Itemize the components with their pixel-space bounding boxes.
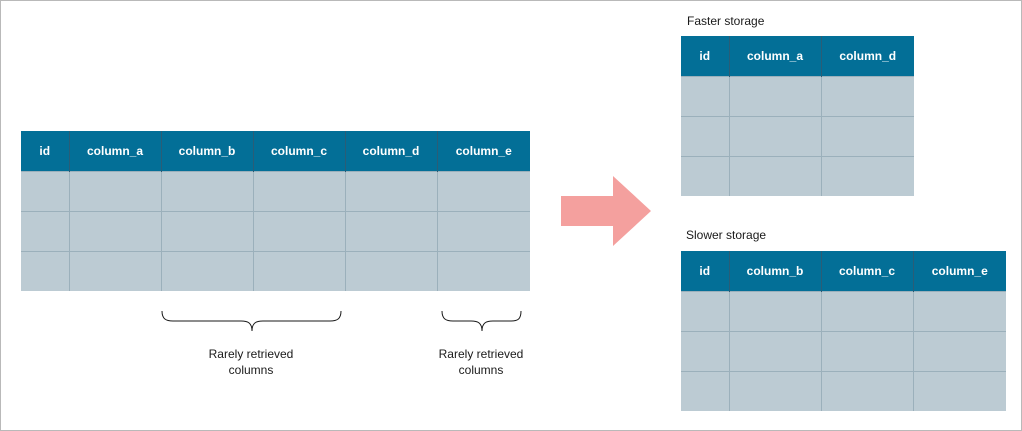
table-row — [21, 210, 530, 251]
table-cell — [681, 75, 729, 116]
table-cell — [681, 290, 729, 331]
curly-brace-icon — [161, 310, 342, 332]
table-cell — [728, 290, 821, 331]
column-header: id — [21, 131, 69, 171]
source-table: id column_a column_b column_c column_d c… — [21, 131, 530, 291]
table-cell — [681, 115, 729, 156]
table-cell — [728, 370, 821, 411]
table-row — [681, 155, 914, 196]
table-header-row: id column_a column_b column_c column_d c… — [21, 131, 530, 171]
brace-label-line: columns — [458, 363, 504, 377]
fast-storage-title: Faster storage — [687, 14, 765, 28]
brace-label-left: Rarely retrieved columns — [191, 346, 311, 378]
table-row — [681, 75, 914, 116]
table-cell — [436, 210, 530, 251]
table-cell — [728, 115, 821, 156]
table-cell — [68, 170, 161, 211]
table-cell — [728, 75, 821, 116]
table-cell — [436, 170, 530, 211]
table-row — [681, 290, 1006, 331]
table-cell — [344, 250, 437, 291]
column-header: id — [681, 251, 729, 291]
table-cell — [820, 290, 913, 331]
table-cell — [728, 155, 821, 196]
table-cell — [68, 210, 161, 251]
table-cell — [681, 370, 729, 411]
table-cell — [912, 370, 1006, 411]
brace-label-right: Rarely retrieved columns — [421, 346, 541, 378]
column-header: column_e — [436, 131, 530, 171]
table-cell — [820, 155, 914, 196]
column-header: column_e — [912, 251, 1006, 291]
brace-label-line: columns — [228, 363, 274, 377]
table-cell — [252, 170, 345, 211]
slow-storage-title: Slower storage — [686, 228, 767, 242]
column-header: column_d — [344, 131, 437, 171]
table-cell — [21, 250, 69, 291]
table-row — [21, 250, 530, 291]
table-cell — [68, 250, 161, 291]
column-header: column_a — [728, 36, 821, 76]
table-row — [21, 170, 530, 211]
column-header: column_b — [160, 131, 253, 171]
slow-storage-table: id column_b column_c column_e — [681, 251, 1006, 411]
table-row — [681, 330, 1006, 371]
table-cell — [681, 155, 729, 196]
table-cell — [728, 330, 821, 371]
table-cell — [436, 250, 530, 291]
column-header: column_c — [252, 131, 345, 171]
table-cell — [21, 170, 69, 211]
table-cell — [344, 210, 437, 251]
column-header: column_a — [68, 131, 161, 171]
table-cell — [820, 115, 914, 156]
table-cell — [252, 210, 345, 251]
table-cell — [820, 370, 913, 411]
table-header-row: id column_b column_c column_e — [681, 251, 1006, 291]
brace-label-line: Rarely retrieved — [208, 347, 294, 361]
column-header: column_c — [820, 251, 913, 291]
table-row — [681, 115, 914, 156]
right-arrow-icon — [561, 176, 651, 246]
fast-storage-table: id column_a column_d — [681, 36, 914, 196]
table-row — [681, 370, 1006, 411]
table-cell — [820, 330, 913, 371]
table-cell — [820, 75, 914, 116]
table-cell — [912, 290, 1006, 331]
column-header: column_b — [728, 251, 821, 291]
column-header: column_d — [820, 36, 914, 76]
table-cell — [912, 330, 1006, 371]
curly-brace-icon — [441, 310, 522, 332]
table-cell — [344, 170, 437, 211]
column-header: id — [681, 36, 729, 76]
table-cell — [160, 170, 253, 211]
table-cell — [160, 250, 253, 291]
table-cell — [252, 250, 345, 291]
brace-label-line: Rarely retrieved — [438, 347, 524, 361]
table-cell — [681, 330, 729, 371]
table-cell — [160, 210, 253, 251]
table-cell — [21, 210, 69, 251]
table-header-row: id column_a column_d — [681, 36, 914, 76]
